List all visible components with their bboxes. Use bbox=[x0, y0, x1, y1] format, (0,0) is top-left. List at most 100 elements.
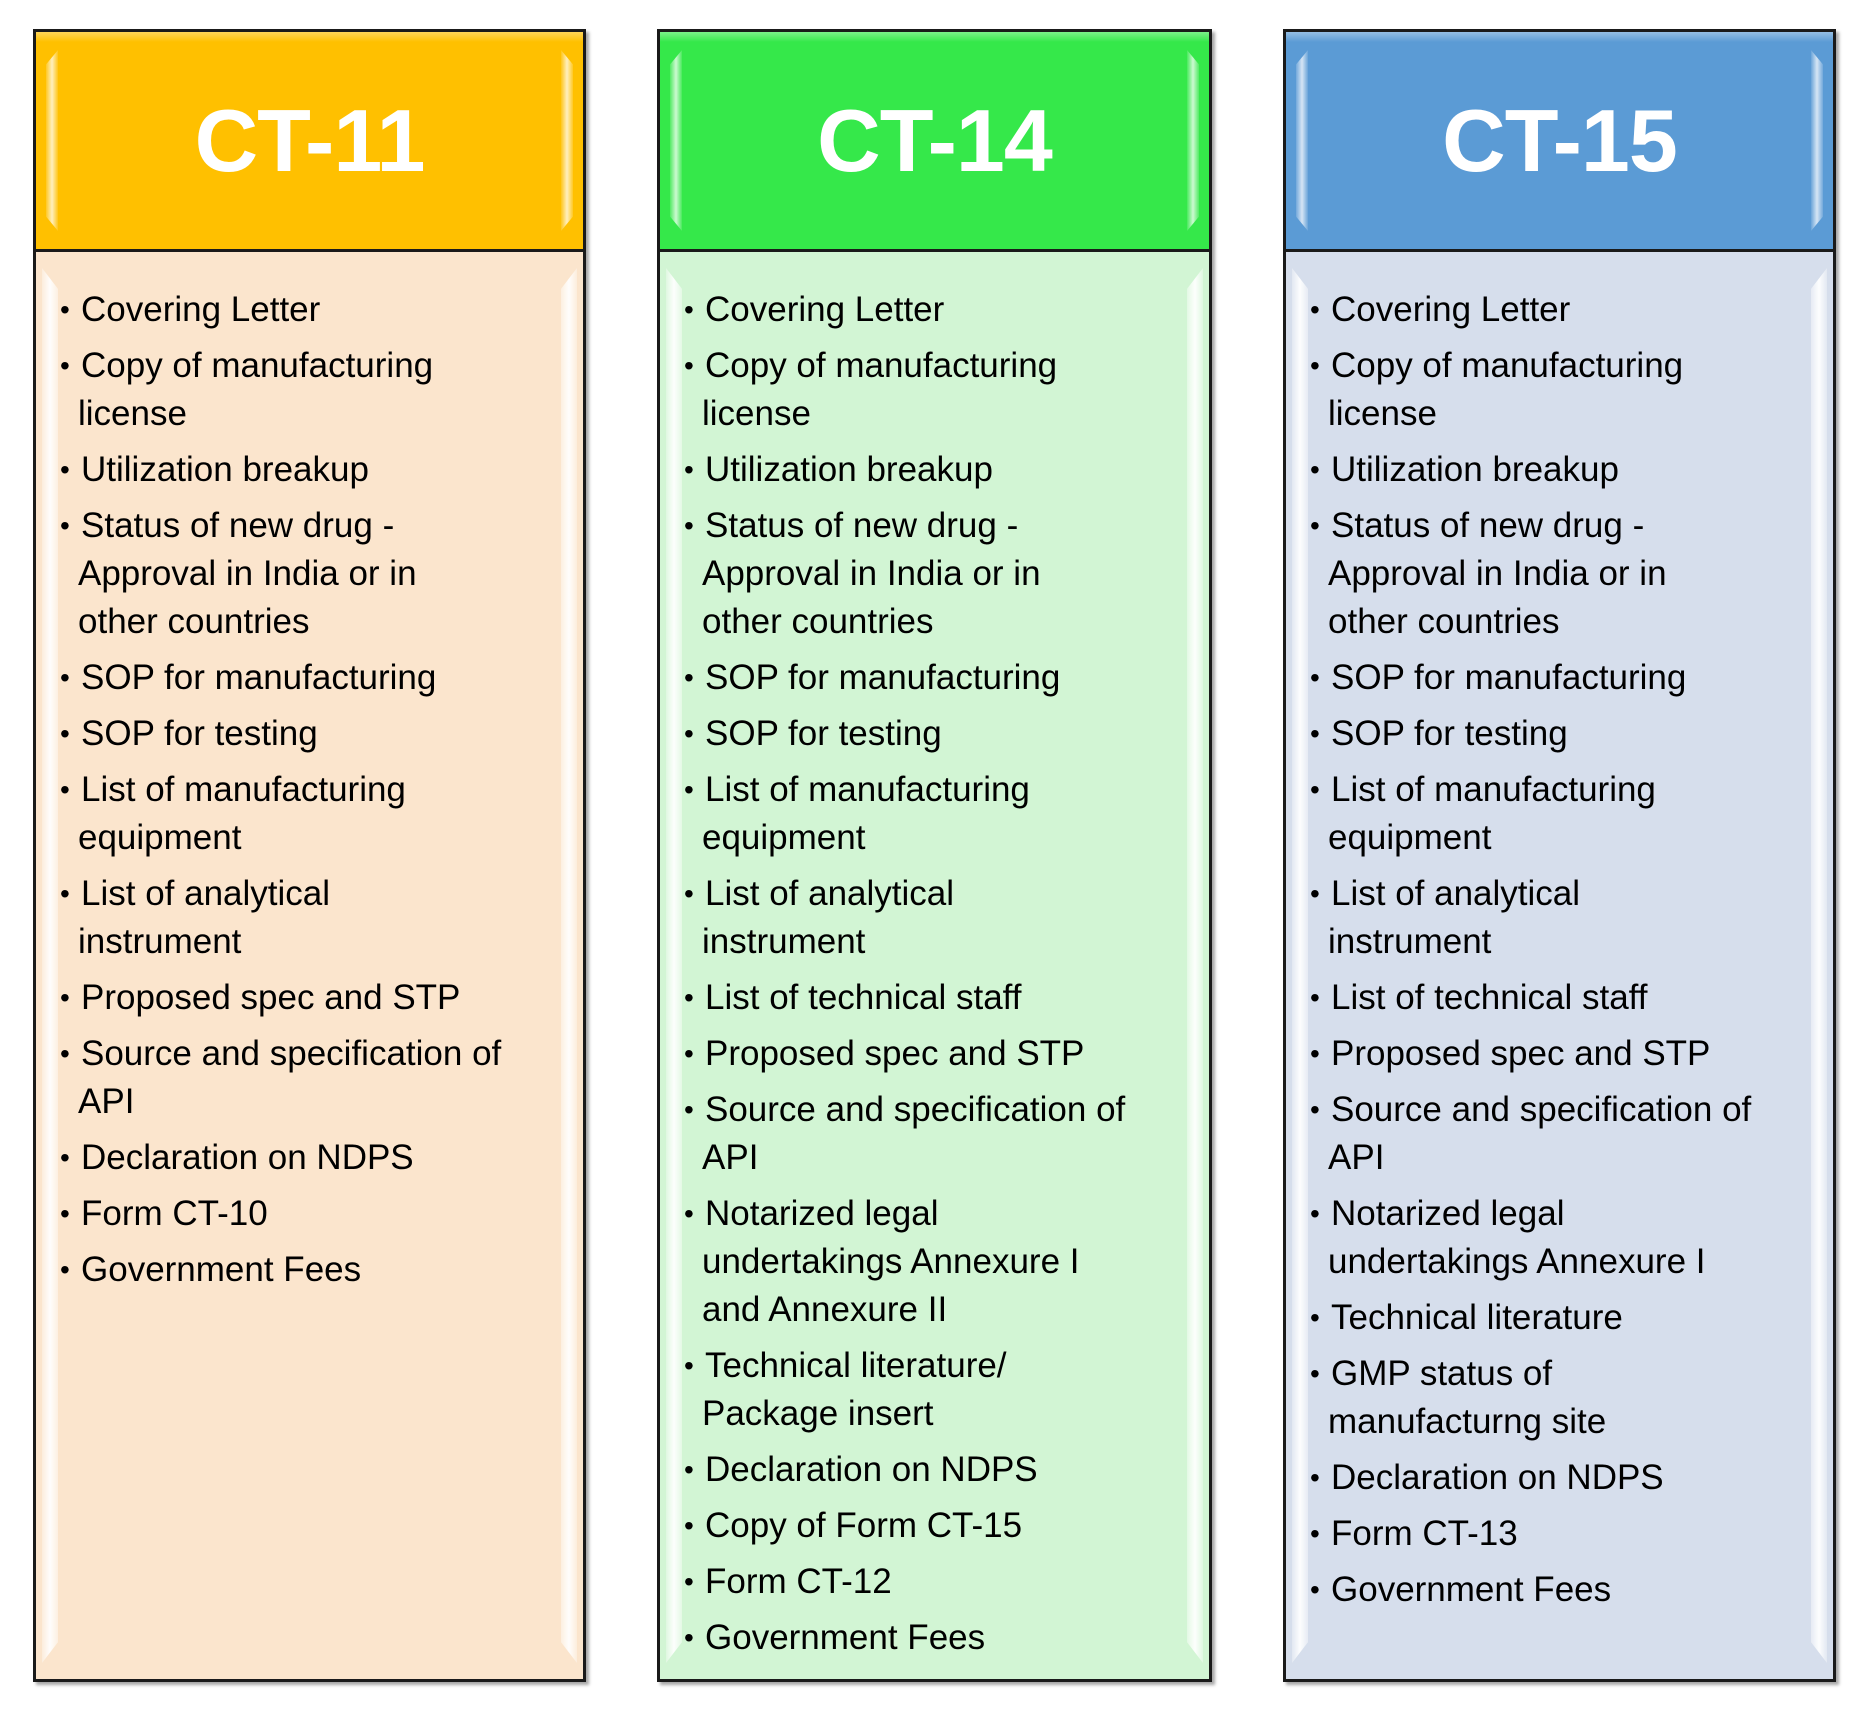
bullet-icon: • bbox=[684, 350, 694, 381]
list-item-text: instrument bbox=[702, 922, 866, 961]
bullet-icon: • bbox=[1310, 350, 1320, 381]
list-item-text: equipment bbox=[1328, 818, 1492, 857]
list-item-text: license bbox=[702, 394, 811, 433]
list-item: • Covering Letter bbox=[60, 286, 563, 334]
bevel-highlight bbox=[666, 268, 682, 1663]
list-item: •Government Fees bbox=[684, 1614, 1189, 1662]
list-item: •Status of new drug -Approval in India o… bbox=[684, 502, 1189, 646]
panel-ct-14: CT-14 •Covering Letter•Copy of manufactu… bbox=[657, 29, 1212, 1682]
bullet-icon: • bbox=[1310, 510, 1320, 541]
list-item-text: GMP status of bbox=[1331, 1354, 1553, 1393]
bullet-icon: • bbox=[684, 718, 694, 749]
list-item-text: Declaration on NDPS bbox=[1331, 1458, 1664, 1497]
list-item-text: license bbox=[78, 394, 187, 433]
bevel-highlight bbox=[660, 32, 1209, 42]
bevel-highlight bbox=[42, 268, 58, 1663]
list-item-text: Declaration on NDPS bbox=[705, 1450, 1038, 1489]
bullet-icon: • bbox=[1310, 294, 1320, 325]
list-item-text: instrument bbox=[1328, 922, 1492, 961]
bullet-icon: • bbox=[684, 1350, 694, 1381]
panel-header: CT-15 bbox=[1286, 32, 1833, 252]
list-item: •SOP for manufacturing bbox=[1310, 654, 1813, 702]
bullet-icon: • bbox=[60, 774, 70, 805]
bullet-icon: • bbox=[1310, 1094, 1320, 1125]
list-item-text: undertakings Annexure I bbox=[1328, 1242, 1706, 1281]
list-item: • Form CT-13 bbox=[1310, 1510, 1813, 1558]
list-item-text: Copy of manufacturing bbox=[1331, 346, 1684, 385]
list-item-text: Copy of manufacturing bbox=[81, 346, 434, 385]
bullet-icon: • bbox=[684, 1510, 694, 1541]
bullet-icon: • bbox=[60, 878, 70, 909]
bullet-icon: • bbox=[1310, 1198, 1320, 1229]
list-item-text: undertakings Annexure I bbox=[702, 1242, 1080, 1281]
list-item-text: SOP for manufacturing bbox=[705, 658, 1061, 697]
list-item: •Status of new drug -Approval in India o… bbox=[1310, 502, 1813, 646]
bullet-icon: • bbox=[60, 718, 70, 749]
list-item: •SOP for testing bbox=[1310, 710, 1813, 758]
bullet-icon: • bbox=[1310, 1574, 1320, 1605]
bullet-icon: • bbox=[1310, 1302, 1320, 1333]
list-item: •Government Fees bbox=[60, 1246, 563, 1294]
list-item-text: equipment bbox=[78, 818, 242, 857]
bullet-icon: • bbox=[60, 294, 70, 325]
list-item: •Copy of Form CT-15 bbox=[684, 1502, 1189, 1550]
panel-title: CT-14 bbox=[817, 91, 1053, 190]
list-item: • Technical literature bbox=[1310, 1294, 1813, 1342]
list-item-text: Covering Letter bbox=[81, 290, 321, 329]
bevel-highlight bbox=[670, 50, 682, 231]
bullet-icon: • bbox=[1310, 1038, 1320, 1069]
list-item-text: equipment bbox=[702, 818, 866, 857]
list-item: • Declaration on NDPS bbox=[1310, 1454, 1813, 1502]
list-item-text: Source and specification of bbox=[81, 1034, 502, 1073]
list-item-text: Notarized legal bbox=[1331, 1194, 1565, 1233]
list-item-text: manufacturng site bbox=[1328, 1402, 1607, 1441]
bullet-icon: • bbox=[1310, 878, 1320, 909]
bevel-highlight bbox=[561, 50, 573, 231]
list-item-text: other countries bbox=[1328, 602, 1560, 641]
list-item-text: Source and specification of bbox=[1331, 1090, 1752, 1129]
bullet-icon: • bbox=[60, 982, 70, 1013]
bullet-icon: • bbox=[1310, 718, 1320, 749]
list-item-text: List of analytical bbox=[1331, 874, 1581, 913]
list-item-text: Source and specification of bbox=[705, 1090, 1126, 1129]
bullet-icon: • bbox=[60, 1142, 70, 1173]
list-item: • List of analytical instrument bbox=[1310, 870, 1813, 966]
list-item: •Government Fees bbox=[1310, 1566, 1813, 1614]
bullet-icon: • bbox=[1310, 774, 1320, 805]
list-item-text: Form CT-12 bbox=[705, 1562, 892, 1601]
bevel-highlight bbox=[1811, 268, 1827, 1663]
bullet-icon: • bbox=[684, 662, 694, 693]
bullet-icon: • bbox=[684, 982, 694, 1013]
list-item-text: List of manufacturing bbox=[705, 770, 1030, 809]
bullet-icon: • bbox=[1310, 1462, 1320, 1493]
list-item: •Form CT-12 bbox=[684, 1558, 1189, 1606]
list-item-text: Form CT-13 bbox=[1331, 1514, 1518, 1553]
list-item-text: Status of new drug - bbox=[705, 506, 1019, 545]
list-item: •SOP for testing bbox=[684, 710, 1189, 758]
bullet-icon: • bbox=[1310, 1518, 1320, 1549]
list-item-text: List of manufacturing bbox=[1331, 770, 1656, 809]
list-item-text: SOP for manufacturing bbox=[1331, 658, 1687, 697]
panel-header: CT-11 bbox=[36, 32, 583, 252]
list-item-text: Copy of manufacturing bbox=[705, 346, 1058, 385]
list-item: •List of technical staff bbox=[1310, 974, 1813, 1022]
list-item-text: Proposed spec and STP bbox=[1331, 1034, 1711, 1073]
bullet-icon: • bbox=[60, 510, 70, 541]
bevel-highlight bbox=[561, 268, 577, 1663]
list-item: • Declaration on NDPS bbox=[60, 1134, 563, 1182]
list-item-text: List of technical staff bbox=[705, 978, 1022, 1017]
bullet-icon: • bbox=[684, 454, 694, 485]
list-item-text: Technical literature bbox=[1331, 1298, 1623, 1337]
list-item: •Proposed spec and STP bbox=[684, 1030, 1189, 1078]
list-item-text: Covering Letter bbox=[1331, 290, 1571, 329]
list-item-text: Declaration on NDPS bbox=[81, 1138, 414, 1177]
list-item: • List of technical staff bbox=[684, 974, 1189, 1022]
list-item-text: Utilization breakup bbox=[1331, 450, 1619, 489]
